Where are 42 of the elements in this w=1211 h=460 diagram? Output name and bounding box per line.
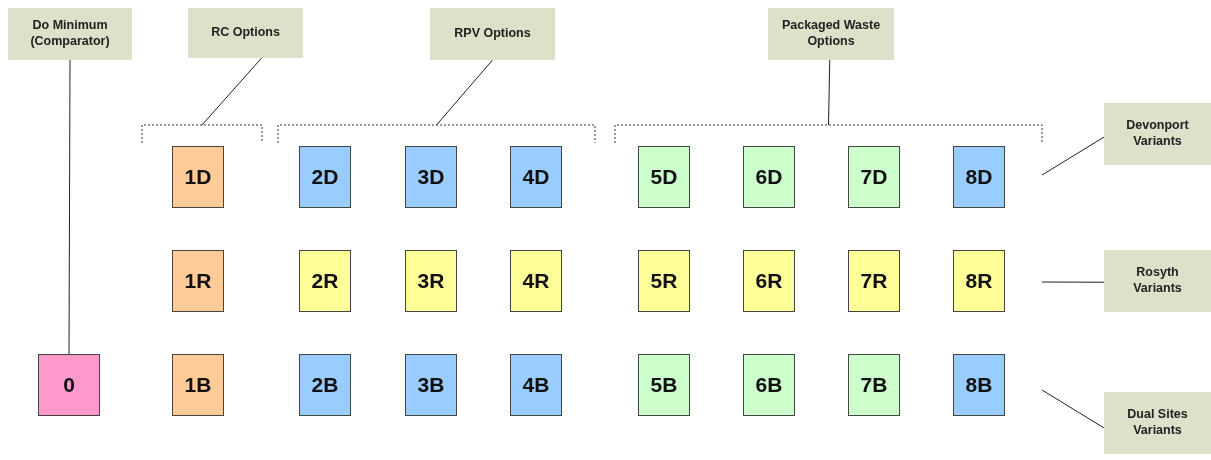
option-box: 7B bbox=[848, 354, 900, 416]
option-box: 5D bbox=[638, 146, 690, 208]
leader-line bbox=[1041, 389, 1105, 429]
option-box: 1B bbox=[172, 354, 224, 416]
callout-label: RPV Options bbox=[430, 8, 555, 60]
option-box: 7D bbox=[848, 146, 900, 208]
bracket bbox=[614, 124, 1043, 144]
option-box: 0 bbox=[38, 354, 100, 416]
option-box: 4D bbox=[510, 146, 562, 208]
leader-line bbox=[828, 59, 831, 126]
option-box: 2R bbox=[299, 250, 351, 312]
option-box: 4B bbox=[510, 354, 562, 416]
leader-line bbox=[68, 59, 71, 355]
leader-line bbox=[1041, 136, 1105, 176]
callout-label: Dual Sites Variants bbox=[1104, 392, 1211, 454]
option-box: 5B bbox=[638, 354, 690, 416]
option-box: 7R bbox=[848, 250, 900, 312]
option-box: 3D bbox=[405, 146, 457, 208]
bracket bbox=[277, 124, 596, 144]
leader-line bbox=[201, 57, 263, 126]
option-box: 6D bbox=[743, 146, 795, 208]
bracket bbox=[141, 124, 263, 144]
callout-label: Do Minimum (Comparator) bbox=[8, 8, 132, 60]
option-box: 3B bbox=[405, 354, 457, 416]
option-box: 3R bbox=[405, 250, 457, 312]
callout-label: RC Options bbox=[188, 8, 303, 58]
callout-label: Packaged Waste Options bbox=[768, 8, 894, 60]
option-box: 1R bbox=[172, 250, 224, 312]
option-box: 5R bbox=[638, 250, 690, 312]
leader-line bbox=[1041, 281, 1105, 283]
option-box: 8R bbox=[953, 250, 1005, 312]
option-box: 2D bbox=[299, 146, 351, 208]
option-box: 8D bbox=[953, 146, 1005, 208]
option-box: 1D bbox=[172, 146, 224, 208]
option-box: 2B bbox=[299, 354, 351, 416]
option-box: 6B bbox=[743, 354, 795, 416]
callout-label: Devonport Variants bbox=[1104, 103, 1211, 165]
option-box: 4R bbox=[510, 250, 562, 312]
callout-label: Rosyth Variants bbox=[1104, 250, 1211, 312]
leader-line bbox=[436, 59, 493, 126]
option-box: 8B bbox=[953, 354, 1005, 416]
option-box: 6R bbox=[743, 250, 795, 312]
